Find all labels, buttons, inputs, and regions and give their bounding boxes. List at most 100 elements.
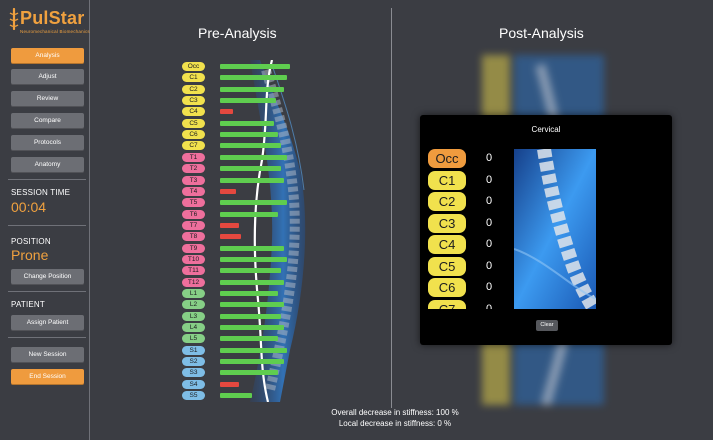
- brand-name: PulStar: [20, 8, 85, 28]
- stiffness-bar-l3: [220, 313, 281, 319]
- vertebra-pill[interactable]: C4: [428, 235, 466, 254]
- vertebra-label-c3[interactable]: C3: [182, 96, 205, 106]
- vertebra-pill[interactable]: C7: [428, 299, 466, 309]
- vertebra-label-c4[interactable]: C4: [182, 107, 205, 117]
- change-position-button[interactable]: Change Position: [11, 269, 84, 285]
- vertebra-label-l5[interactable]: L5: [182, 334, 205, 344]
- panel-divider: [391, 8, 392, 408]
- vertebra-pill[interactable]: C1: [428, 170, 466, 190]
- vertebra-label-t7[interactable]: T7: [182, 220, 205, 230]
- vertebra-label-s3[interactable]: S3: [182, 368, 205, 378]
- overall-stiffness-text: Overall decrease in stiffness: 100 %: [331, 408, 459, 417]
- vertebra-pill[interactable]: C5: [428, 256, 466, 276]
- vertebra-label-c5[interactable]: C5: [182, 118, 205, 128]
- vertebra-label-t4[interactable]: T4: [182, 186, 205, 196]
- brand-tagline: Neuromechanical Biomechanics: [20, 29, 90, 34]
- vertebra-label-l4[interactable]: L4: [182, 323, 205, 333]
- vertebra-label-s4[interactable]: S4: [182, 379, 205, 389]
- vertebra-label-s1[interactable]: S1: [182, 345, 205, 355]
- popup-title: Cervical: [531, 125, 561, 134]
- nav-compare-button[interactable]: Compare: [11, 113, 84, 129]
- vertebra-label-t9[interactable]: T9: [182, 243, 205, 253]
- vertebra-value: 0: [486, 216, 493, 229]
- assign-patient-button[interactable]: Assign Patient: [11, 315, 84, 331]
- vertebra-label-t12[interactable]: T12: [182, 277, 205, 287]
- vertebra-label-s5[interactable]: S5: [182, 391, 205, 401]
- vertebra-label-s2[interactable]: S2: [182, 357, 205, 367]
- cervical-spine-icon: [514, 149, 596, 309]
- vertebra-label-l1[interactable]: L1: [182, 289, 205, 298]
- patient-label: PATIENT: [11, 300, 45, 309]
- stiffness-bar-l5: [220, 336, 278, 342]
- stiffness-bar-t5: [220, 200, 287, 206]
- stiffness-bar-t10: [220, 256, 287, 262]
- stiffness-bar-t11: [220, 268, 281, 274]
- stiffness-bar-t8: [220, 234, 241, 240]
- stiffness-bar-t6: [220, 211, 278, 217]
- nav-adjust-button[interactable]: Adjust: [11, 69, 84, 85]
- vertebra-label-l2[interactable]: L2: [182, 300, 205, 310]
- nav-review-button[interactable]: Review: [11, 91, 84, 107]
- stiffness-bar-t2: [220, 166, 281, 172]
- stiffness-bar-l2: [220, 302, 284, 308]
- vertebra-label-t11[interactable]: T11: [182, 266, 205, 276]
- stiffness-bar-s3: [220, 370, 278, 376]
- stiffness-bar-l1: [220, 291, 278, 296]
- vertebra-pill[interactable]: C6: [428, 278, 466, 297]
- vertebra-value: 0: [486, 173, 493, 186]
- vertebra-pill[interactable]: Occ: [428, 149, 466, 168]
- clear-button[interactable]: Clear: [536, 320, 558, 331]
- vertebra-label-t10[interactable]: T10: [182, 254, 205, 264]
- vertebra-label-c2[interactable]: C2: [182, 84, 205, 94]
- end-session-button[interactable]: End Session: [11, 369, 84, 385]
- stiffness-bar-l4: [220, 325, 284, 331]
- stiffness-bar-occ: [220, 64, 290, 69]
- vertebra-label-t3[interactable]: T3: [182, 175, 205, 185]
- vertebra-label-occ[interactable]: Occ: [182, 62, 205, 71]
- vertebra-label-t5[interactable]: T5: [182, 198, 205, 208]
- cervical-row-c7[interactable]: C7 0: [428, 299, 528, 310]
- stiffness-bar-c3: [220, 98, 276, 104]
- cervical-row-c3[interactable]: C3 0: [428, 213, 528, 233]
- stiffness-bar-s2: [220, 359, 284, 365]
- stiffness-bar-s4: [220, 381, 239, 387]
- vertebra-label-t6[interactable]: T6: [182, 209, 205, 219]
- vertebra-label-c1[interactable]: C1: [182, 73, 205, 83]
- pre-analysis-title: Pre-Analysis: [198, 25, 277, 41]
- divider: [8, 179, 86, 180]
- stiffness-bar-t3: [220, 177, 284, 183]
- pulstar-logo: PulStar Neuromechanical Biomechanics: [8, 6, 90, 40]
- stiffness-bar-c5: [220, 120, 274, 126]
- new-session-button[interactable]: New Session: [11, 347, 84, 363]
- vertebra-label-c7[interactable]: C7: [182, 141, 205, 151]
- vertebra-label-t8[interactable]: T8: [182, 232, 205, 242]
- nav-anatomy-button[interactable]: Anatomy: [11, 157, 84, 173]
- vertebra-value: 0: [486, 195, 493, 207]
- vertebra-value: 0: [486, 302, 493, 310]
- nav-analysis-button[interactable]: Analysis: [11, 48, 84, 64]
- post-analysis-title: Post-Analysis: [499, 25, 584, 41]
- vertebra-pill[interactable]: C2: [428, 192, 466, 211]
- stiffness-bar-c2: [220, 86, 284, 92]
- vertebra-label-t1[interactable]: T1: [182, 152, 205, 162]
- vertebra-label-c6[interactable]: C6: [182, 130, 205, 140]
- vertebra-label-t2[interactable]: T2: [182, 164, 205, 174]
- cervical-row-c1[interactable]: C1 0: [428, 170, 528, 190]
- vertebra-label-l3[interactable]: L3: [182, 311, 205, 321]
- logo-mark-icon: [9, 8, 19, 30]
- nav-protocols-button[interactable]: Protocols: [11, 135, 84, 151]
- stiffness-bar-t7: [220, 222, 239, 228]
- vertebra-pill[interactable]: C3: [428, 213, 466, 233]
- local-stiffness-text: Local decrease in stiffness: 0 %: [338, 419, 452, 428]
- divider: [8, 337, 86, 338]
- position-label: POSITION: [11, 237, 51, 246]
- cervical-row-c2[interactable]: C2 0: [428, 192, 528, 211]
- session-time-label: SESSION TIME: [11, 188, 71, 197]
